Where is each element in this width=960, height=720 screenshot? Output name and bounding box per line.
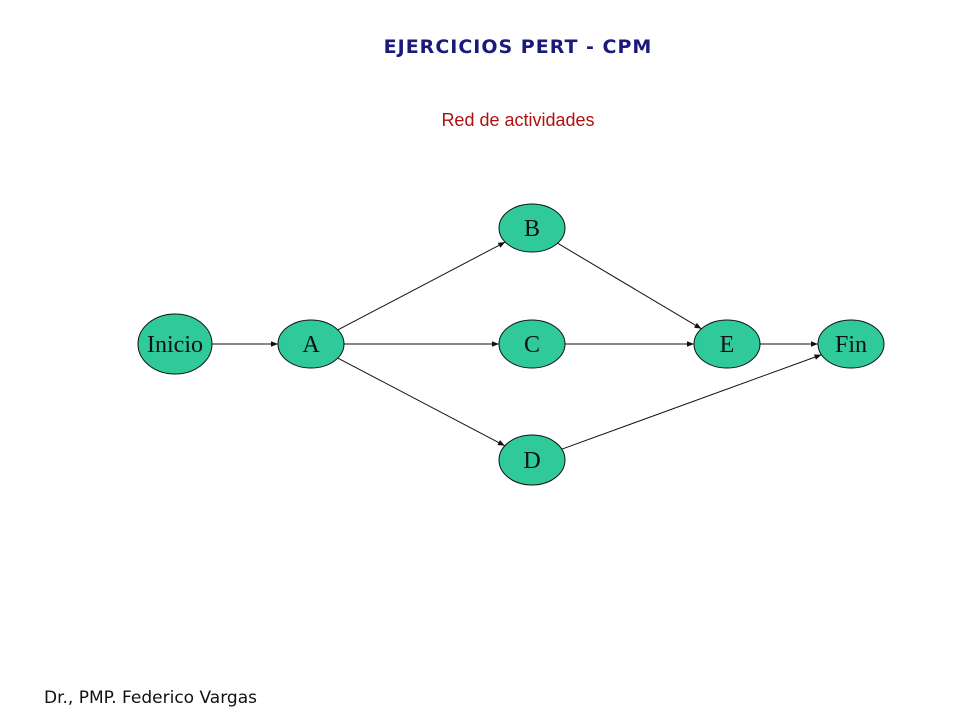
node-a-label: A (302, 332, 320, 358)
edges-layer (212, 241, 822, 450)
node-c-label: C (524, 332, 540, 358)
node-c-shape (498, 319, 566, 369)
edge-b-to-e (557, 242, 702, 330)
node-e-shape (693, 319, 761, 369)
node-d-label: D (523, 448, 540, 474)
node-fin: Fin (817, 319, 885, 369)
node-inicio-label: Inicio (147, 332, 203, 358)
node-d-shape (498, 434, 566, 486)
page-title: EJERCICIOS PERT - CPM (383, 36, 653, 58)
node-inicio-shape (137, 313, 213, 375)
node-b: B (498, 203, 566, 253)
node-b-shape (498, 203, 566, 253)
author-footer: Dr., PMP. Federico Vargas (44, 688, 257, 708)
node-b-label: B (524, 216, 540, 242)
edge-d-to-fin (561, 354, 822, 450)
node-fin-shape (817, 319, 885, 369)
node-a-shape (277, 319, 345, 369)
node-e: E (693, 319, 761, 369)
node-inicio: Inicio (137, 313, 213, 375)
node-e-label: E (720, 332, 735, 358)
edge-a-to-d (337, 357, 506, 447)
node-d: D (498, 434, 566, 486)
node-fin-label: Fin (835, 332, 867, 358)
node-a: A (277, 319, 345, 369)
node-c: C (498, 319, 566, 369)
nodes-layer: Inicio A B C D E Fin (137, 203, 885, 486)
edge-a-to-b (337, 241, 506, 331)
page-subtitle: Red de actividades (441, 110, 595, 130)
